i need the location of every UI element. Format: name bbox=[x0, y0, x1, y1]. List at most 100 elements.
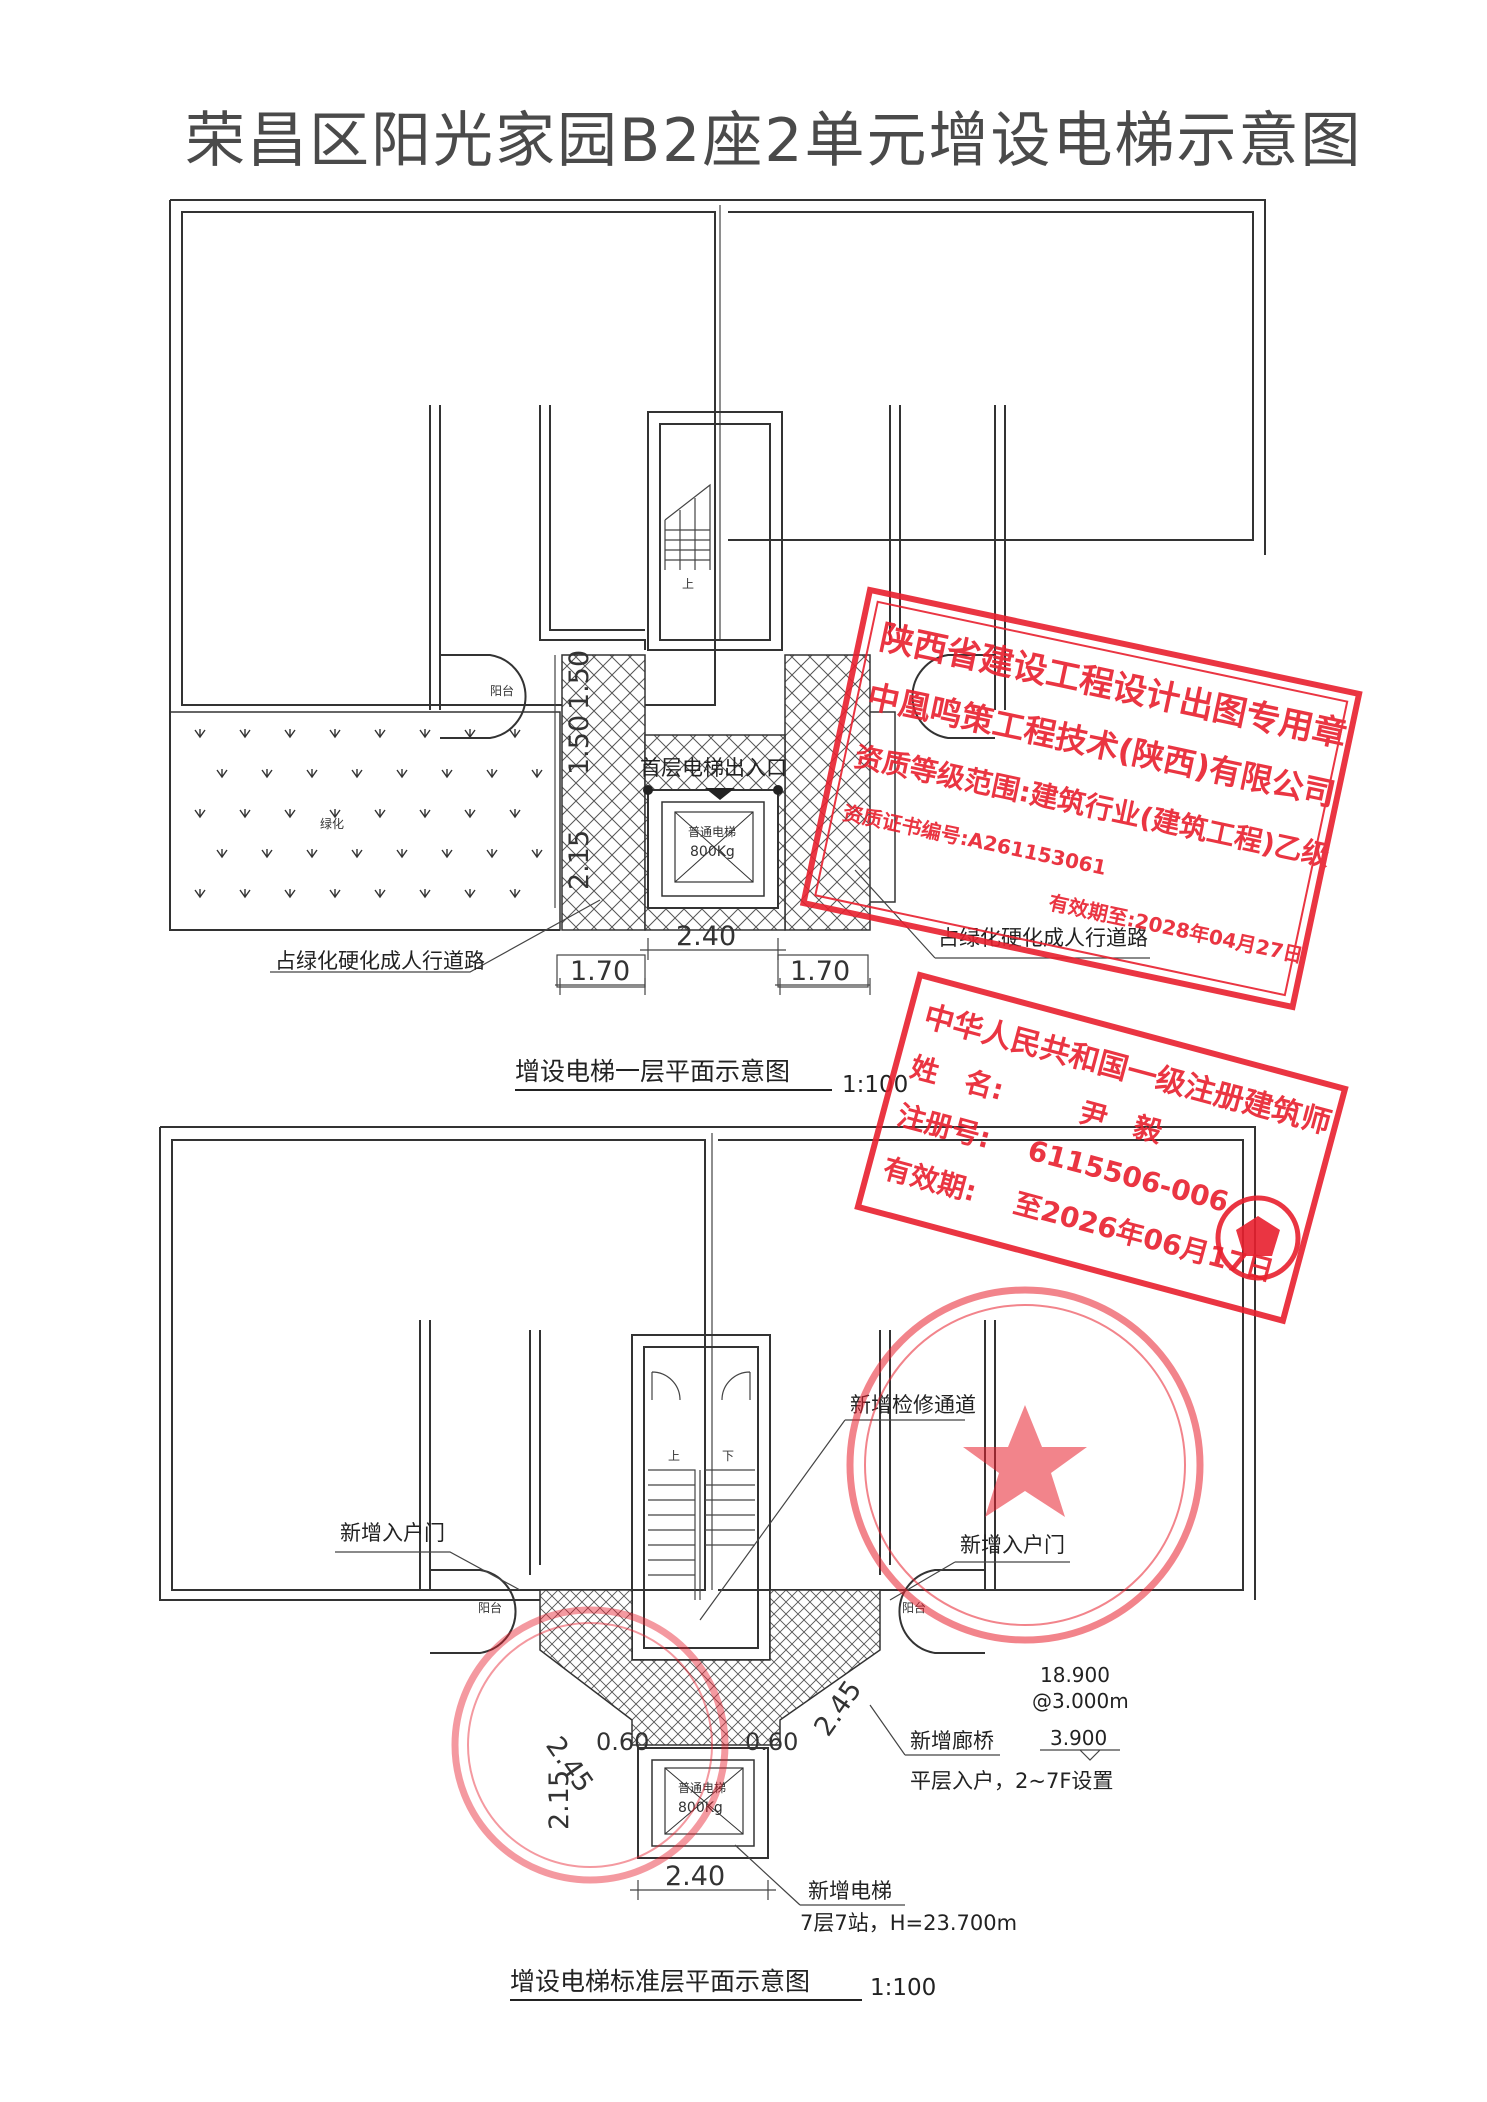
grass-symbol bbox=[396, 848, 408, 858]
grass-symbol bbox=[284, 728, 296, 738]
grass-symbol bbox=[486, 768, 498, 778]
balcony-label-left-1: 阳台 bbox=[490, 683, 514, 698]
grass-symbol bbox=[374, 888, 386, 898]
grass-symbol bbox=[374, 808, 386, 818]
dim-0-60-left-p2: 0.60 bbox=[596, 1728, 649, 1756]
dim-1-50-a-p1: 1.50 bbox=[564, 715, 595, 775]
maintenance-label: 新增检修通道 bbox=[850, 1393, 976, 1417]
level-note: 平层入户，2~7F设置 bbox=[910, 1769, 1113, 1793]
path-label-left-1: 占绿化硬化成人行道路 bbox=[275, 949, 485, 973]
elevator-name-1: 普通电梯 bbox=[688, 825, 736, 839]
grass-symbol bbox=[396, 768, 408, 778]
stamp-city-round-icon bbox=[451, 1606, 729, 1884]
grass-symbol bbox=[261, 848, 273, 858]
stair-down-label-2: 下 bbox=[722, 1449, 734, 1463]
room-right-1 bbox=[728, 211, 1254, 541]
plan-1: 上 阳台 绿化 普通电梯 800Kg 首层电梯出入口 2. bbox=[169, 199, 1266, 1098]
room-right-2 bbox=[718, 1139, 1244, 1591]
stair-up-label-2: 上 bbox=[668, 1449, 680, 1463]
stamp-seal-emblem-icon bbox=[1215, 1195, 1301, 1281]
door-swing-left-2 bbox=[651, 1371, 681, 1401]
corridor-bridge-2 bbox=[539, 1589, 881, 1746]
grass-symbol bbox=[351, 848, 363, 858]
grass-symbol bbox=[284, 888, 296, 898]
elevator-2: 普通电梯 800Kg bbox=[637, 1747, 769, 1859]
dim-1-70-left-p1: 1.70 bbox=[570, 956, 630, 987]
grass-symbol bbox=[441, 848, 453, 858]
door-label-right: 新增入户门 bbox=[960, 1533, 1065, 1557]
stair-up-label-1: 上 bbox=[682, 577, 694, 591]
elevator-1: 普通电梯 800Kg bbox=[643, 785, 783, 909]
grass-symbol bbox=[419, 728, 431, 738]
grass-symbol bbox=[419, 888, 431, 898]
page-title: 荣昌区阳光家园B2座2单元增设电梯示意图 bbox=[185, 106, 1363, 176]
stamp-architect-reg-label: 注册号: bbox=[894, 1099, 995, 1156]
grass-symbol bbox=[464, 888, 476, 898]
grass-symbol bbox=[194, 728, 206, 738]
plan1-scale: 1:100 bbox=[842, 1072, 908, 1098]
stamp-architect: 中华人民共和国一级注册建筑师 姓 名: 尹 毅 注册号: 6115506-006… bbox=[854, 971, 1349, 1325]
level-bottom: 3.900 bbox=[1050, 1726, 1107, 1750]
grass-symbol bbox=[194, 808, 206, 818]
plan1-caption: 增设电梯一层平面示意图 bbox=[515, 1057, 790, 1086]
grass-symbol bbox=[531, 848, 543, 858]
stamp-architect-name: 尹 毅 bbox=[1076, 1096, 1167, 1150]
grass-symbol bbox=[419, 808, 431, 818]
elevator-name-2: 普通电梯 bbox=[678, 1781, 726, 1795]
dim-0-60-right-p2: 0.60 bbox=[745, 1728, 798, 1756]
grass-symbol bbox=[464, 808, 476, 818]
grass-symbol bbox=[194, 888, 206, 898]
elevator-load-2: 800Kg bbox=[678, 1800, 723, 1816]
elevator-load-1: 800Kg bbox=[690, 844, 735, 860]
greenery-label: 绿化 bbox=[320, 816, 344, 831]
stamp-company-round-icon bbox=[846, 1286, 1204, 1644]
grass-symbol bbox=[509, 888, 521, 898]
dim-2-15-p2: 2.15 bbox=[544, 1770, 575, 1830]
plan-2: 上 下 阳台 阳台 普通电梯 800Kg 2.45 2.15 0.60 0.60… bbox=[159, 1126, 1256, 2001]
corridor-label: 新增廊桥 bbox=[910, 1729, 994, 1753]
dim-1-50-b-p1: 1.50 bbox=[564, 650, 595, 710]
dim-1-70-right-p1: 1.70 bbox=[790, 956, 850, 987]
dim-2-40-p1: 2.40 bbox=[676, 921, 736, 952]
grass-symbol bbox=[509, 808, 521, 818]
grass-symbol bbox=[261, 768, 273, 778]
grass-symbol bbox=[509, 728, 521, 738]
grass-symbol bbox=[441, 768, 453, 778]
grass-symbol bbox=[531, 768, 543, 778]
entrance-label-1: 首层电梯出入口 bbox=[640, 756, 787, 780]
plan2-scale: 1:100 bbox=[870, 1975, 936, 2001]
greenery-area-1: 绿化 bbox=[169, 711, 561, 931]
grass-symbol bbox=[374, 728, 386, 738]
grass-symbol bbox=[284, 808, 296, 818]
dim-2-15-p1: 2.15 bbox=[564, 830, 595, 890]
grass-symbol bbox=[329, 728, 341, 738]
stamp-architect-name-label: 姓 名: bbox=[907, 1050, 1008, 1107]
plan2-caption: 增设电梯标准层平面示意图 bbox=[510, 1967, 810, 1996]
door-swing-right-2 bbox=[721, 1371, 751, 1401]
room-left-2 bbox=[171, 1139, 706, 1591]
door-label-left: 新增入户门 bbox=[340, 1521, 445, 1545]
grass-symbol bbox=[486, 848, 498, 858]
grass-symbol bbox=[216, 768, 228, 778]
new-elevator-label: 新增电梯 bbox=[808, 1879, 892, 1903]
balcony-right-1 bbox=[911, 654, 995, 739]
new-elevator-note: 7层7站，H=23.700m bbox=[800, 1911, 1017, 1935]
balcony-right-2 bbox=[898, 1569, 985, 1654]
grass-symbol bbox=[216, 848, 228, 858]
grass-symbol bbox=[239, 728, 251, 738]
level-step: @3.000m bbox=[1032, 1689, 1129, 1713]
room-left-1 bbox=[181, 211, 716, 706]
grass-symbol bbox=[464, 728, 476, 738]
stair-core-2 bbox=[631, 1334, 771, 1661]
dim-2-40-p2: 2.40 bbox=[665, 1861, 725, 1892]
balcony-left-2 bbox=[430, 1569, 517, 1654]
grass-symbol bbox=[351, 768, 363, 778]
grass-symbol bbox=[306, 768, 318, 778]
grass-symbol bbox=[329, 888, 341, 898]
grass-symbol bbox=[239, 888, 251, 898]
balcony-label-left-2: 阳台 bbox=[478, 1600, 502, 1615]
stair-core-1 bbox=[647, 411, 783, 651]
grass-symbol bbox=[306, 848, 318, 858]
level-top: 18.900 bbox=[1040, 1663, 1110, 1687]
